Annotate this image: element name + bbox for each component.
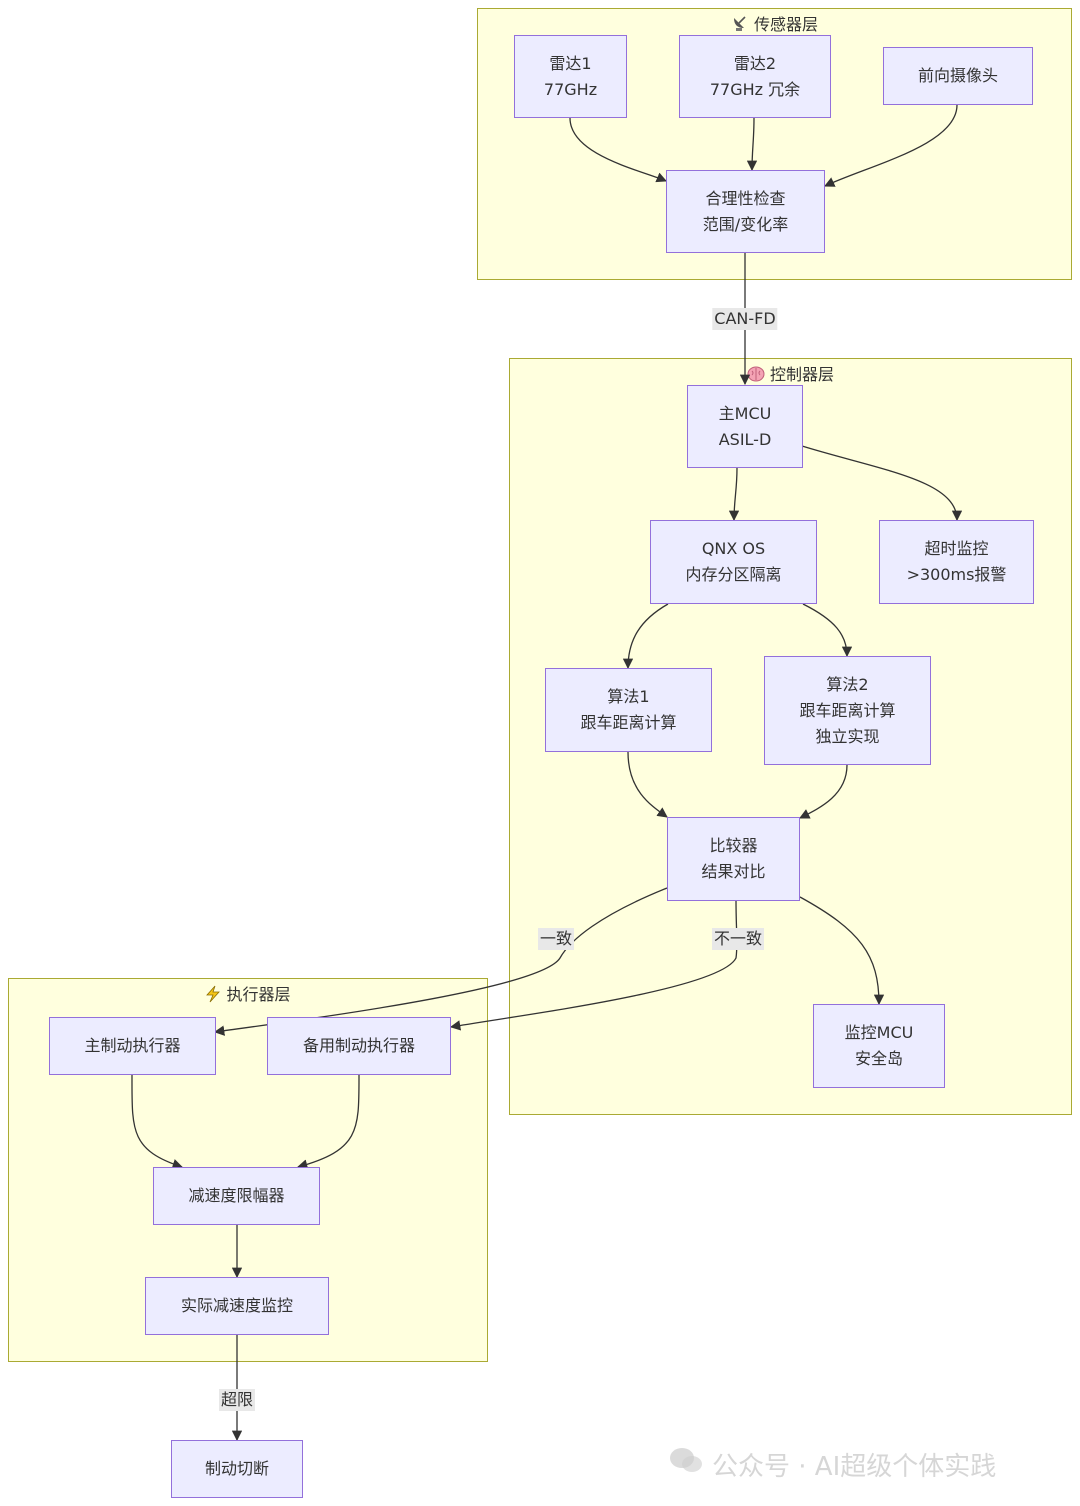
node-line: >300ms报警 (906, 565, 1007, 584)
node-line: 77GHz 冗余 (709, 79, 801, 99)
edge-mainmcu-timeout (801, 445, 963, 522)
cluster-title-sensor: 传感器层 (478, 11, 1071, 35)
edge-backupbrake-limiter (296, 1074, 360, 1170)
cluster-title-text: 执行器层 (226, 985, 291, 1004)
node-comparator[interactable]: 比较器 结果对比 (667, 817, 800, 901)
node-algorithm-1[interactable]: 算法1 跟车距离计算 (545, 668, 712, 752)
node-line: 77GHz (543, 79, 598, 99)
node-line: 内存分区隔离 (685, 565, 782, 584)
node-line: 实际减速度监控 (180, 1296, 293, 1315)
edge-label-consistent: 一致 (537, 928, 575, 950)
node-line: 跟车距离计算 (580, 713, 677, 732)
edge-label-overlimit: 超限 (218, 1389, 256, 1411)
node-line: 算法1 (607, 687, 650, 706)
node-radar1[interactable]: 雷达1 77GHz (514, 35, 627, 118)
node-line: 结果对比 (701, 862, 766, 881)
node-line: 合理性检查 (705, 188, 786, 208)
node-backup-brake-actuator[interactable]: 备用制动执行器 (267, 1017, 451, 1075)
node-line: 雷达1 (549, 53, 592, 73)
node-line: 主制动执行器 (84, 1036, 181, 1055)
edge-comparator-monitormcu (799, 896, 885, 1006)
node-main-brake-actuator[interactable]: 主制动执行器 (49, 1017, 216, 1075)
edge-radar2-plausibility (746, 117, 758, 172)
brain-icon (747, 365, 770, 384)
satellite-dish-icon (731, 15, 754, 34)
node-line: 减速度限幅器 (188, 1186, 285, 1205)
edge-qnx-algo2 (802, 603, 853, 658)
cluster-title-controller: 控制器层 (510, 361, 1071, 385)
cluster-title-text: 传感器层 (754, 15, 819, 34)
node-radar2[interactable]: 雷达2 77GHz 冗余 (679, 35, 831, 118)
node-line: 独立实现 (815, 726, 880, 746)
node-line: 前向摄像头 (917, 66, 998, 85)
cluster-title-text: 控制器层 (770, 365, 835, 384)
lightning-icon (205, 985, 226, 1004)
edge-radar1-plausibility (569, 117, 667, 183)
edge-mainmcu-qnx (728, 467, 740, 522)
edge-algo2-comparator (799, 764, 848, 819)
node-line: 超时监控 (924, 539, 989, 558)
node-line: 跟车距离计算 (799, 700, 896, 720)
edge-comparator-mainbrake (213, 887, 668, 1036)
node-line: 备用制动执行器 (302, 1036, 415, 1055)
edge-qnx-algo1 (622, 603, 669, 670)
node-timeout-monitor[interactable]: 超时监控 >300ms报警 (879, 520, 1034, 604)
node-actual-decel-monitor[interactable]: 实际减速度监控 (145, 1277, 329, 1335)
node-brake-cutoff[interactable]: 制动切断 (171, 1440, 303, 1498)
edge-algo1-comparator (627, 751, 668, 818)
node-line: 雷达2 (733, 53, 777, 73)
node-main-mcu[interactable]: 主MCU ASIL-D (687, 385, 803, 468)
wechat-icon (668, 1446, 704, 1483)
edge-camera-plausibility (824, 104, 958, 187)
edge-label-inconsistent: 不一致 (711, 928, 765, 950)
node-line: ASIL-D (718, 429, 772, 449)
node-line: 比较器 (709, 836, 758, 855)
watermark: 公众号 · AI超级个体实践 (668, 1446, 996, 1483)
cluster-title-actuator: 执行器层 (9, 981, 487, 1005)
watermark-text: 公众号 · AI超级个体实践 (712, 1452, 997, 1482)
node-plausibility-check[interactable]: 合理性检查 范围/变化率 (666, 170, 825, 253)
edge-comparator-backupbrake (449, 899, 738, 1031)
node-monitor-mcu[interactable]: 监控MCU 安全岛 (813, 1004, 945, 1088)
edge-mainbrake-limiter (131, 1074, 183, 1170)
node-line: 制动切断 (204, 1459, 269, 1478)
node-decel-limiter[interactable]: 减速度限幅器 (153, 1167, 320, 1225)
node-line: 监控MCU (844, 1023, 914, 1042)
node-line: 安全岛 (854, 1049, 903, 1068)
node-front-camera[interactable]: 前向摄像头 (883, 47, 1033, 105)
node-line: QNX OS (701, 539, 766, 558)
node-line: 范围/变化率 (702, 214, 789, 234)
node-qnx-os[interactable]: QNX OS 内存分区隔离 (650, 520, 817, 604)
node-line: 算法2 (826, 674, 869, 694)
node-algorithm-2[interactable]: 算法2 跟车距离计算 独立实现 (764, 656, 931, 765)
node-line: 主MCU (718, 403, 772, 423)
edge-label-canfd: CAN-FD (712, 308, 778, 330)
